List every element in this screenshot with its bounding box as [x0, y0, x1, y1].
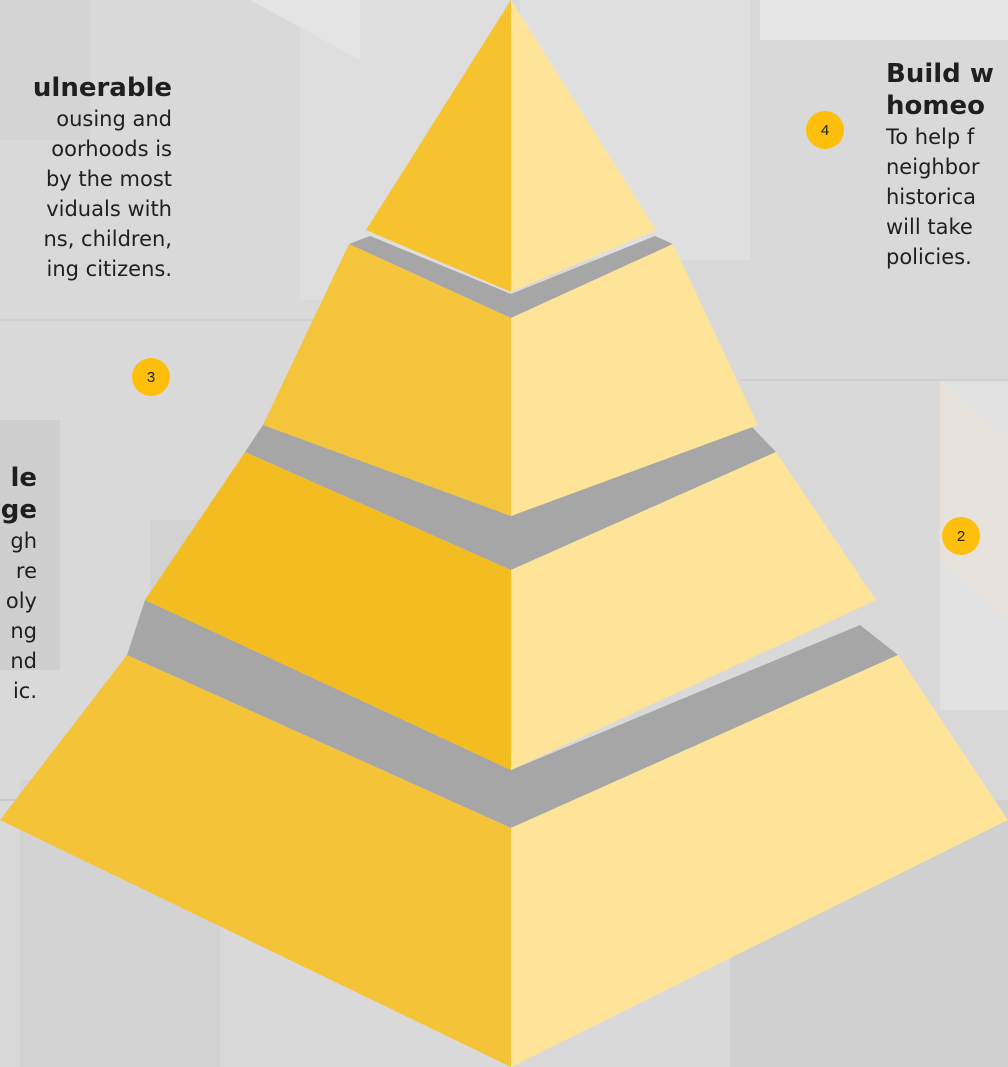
block-title: le ge — [0, 462, 37, 526]
title-line: homeo — [886, 91, 985, 121]
title-line: le — [10, 463, 37, 493]
pyramid-tier-top-left — [366, 0, 511, 292]
title-line: ge — [0, 495, 37, 525]
pyramid-tier-bottom-left — [0, 655, 511, 1067]
body-line: gh — [10, 529, 37, 553]
pyramid-tier-third-left — [145, 452, 511, 770]
pyramid-tier-bottom-right — [511, 655, 1008, 1067]
block-title: Build w homeo — [886, 58, 1008, 122]
body-line: ns, children, — [43, 227, 172, 251]
pyramid-shelf-upper — [245, 425, 776, 570]
text-block-right-top: Build w homeo To help f neighbor histori… — [886, 58, 1008, 272]
body-line: re — [15, 559, 37, 583]
block-title: ulnerable — [32, 73, 172, 103]
body-line: will take — [886, 215, 973, 239]
body-line: ic. — [12, 679, 37, 703]
pyramid-shelf-lower — [127, 600, 898, 828]
body-line: nd — [10, 649, 37, 673]
text-block-left-middle: le ge gh re oly ng nd ic. — [0, 462, 37, 706]
body-line: ing citizens. — [46, 257, 172, 281]
block-body: ousing and oorhoods is by the most vidua… — [0, 104, 172, 284]
body-line: oly — [5, 589, 37, 613]
step-badge-3: 3 — [132, 358, 170, 396]
step-badge-4: 4 — [806, 111, 844, 149]
block-body: To help f neighbor historica will take p… — [886, 122, 1008, 272]
body-line: ousing and — [56, 107, 172, 131]
body-line: To help f — [886, 125, 975, 149]
pyramid-shelf-top — [349, 236, 673, 318]
body-line: ng — [10, 619, 37, 643]
pyramid-tier-second-left — [263, 244, 511, 516]
pyramid-tier-top-right — [511, 0, 656, 292]
pyramid-tier-second-right — [511, 244, 758, 516]
block-body: gh re oly ng nd ic. — [0, 526, 37, 706]
body-line: viduals with — [46, 197, 172, 221]
text-block-left-top: ulnerable ousing and oorhoods is by the … — [0, 72, 172, 284]
body-line: historica — [886, 185, 977, 209]
pyramid-tier-third-right — [511, 452, 876, 770]
body-line: policies. — [886, 245, 972, 269]
body-line: by the most — [45, 167, 172, 191]
body-line: neighbor — [886, 155, 980, 179]
step-badge-2: 2 — [942, 517, 980, 555]
body-line: oorhoods is — [51, 137, 172, 161]
title-line: Build w — [886, 59, 994, 89]
